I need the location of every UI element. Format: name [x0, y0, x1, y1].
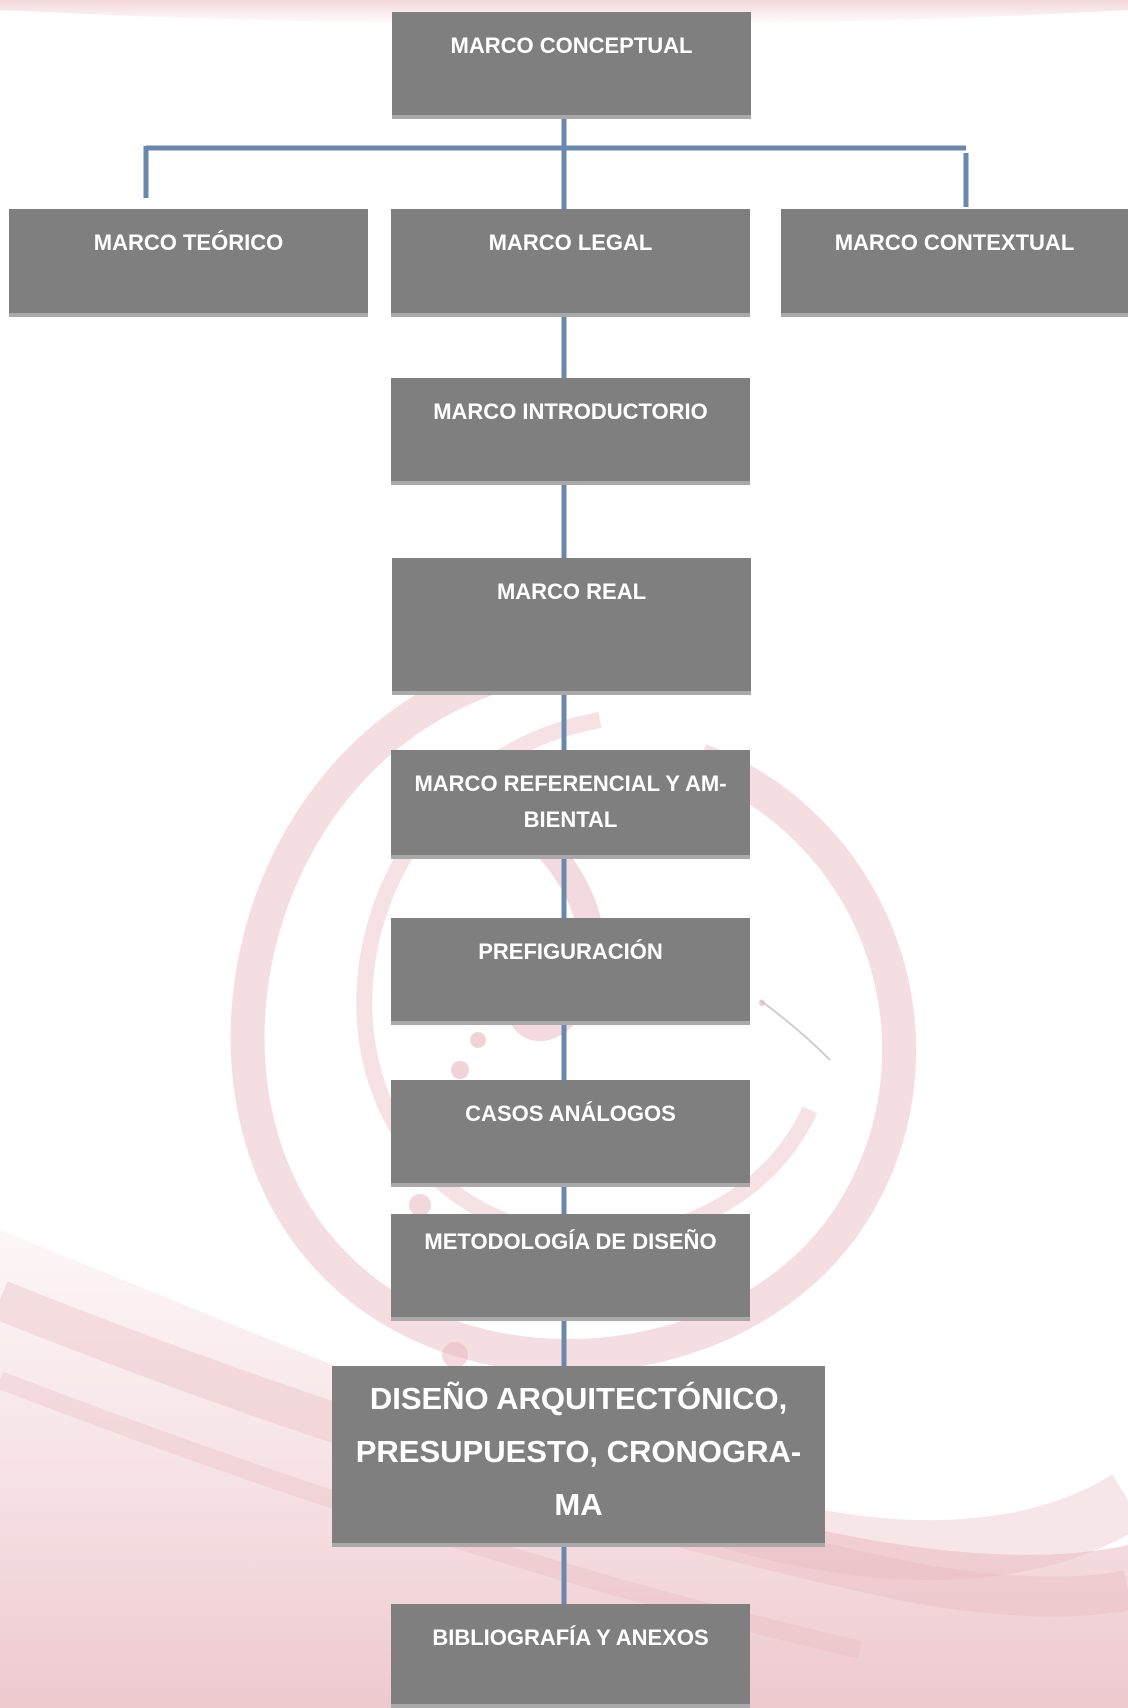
- node-prefiguracion: PREFIGURACIÓN: [391, 918, 750, 1025]
- node-casos-analogos: CASOS ANÁLOGOS: [391, 1080, 750, 1187]
- node-bibliografia-anexos: BIBLIOGRAFÍA Y ANEXOS: [391, 1604, 750, 1708]
- node-marco-conceptual: MARCO CONCEPTUAL: [392, 12, 751, 119]
- node-marco-introductorio: MARCO INTRODUCTORIO: [391, 378, 750, 485]
- node-marco-contextual: MARCO CONTEXTUAL: [781, 209, 1128, 317]
- node-diseno-arquitectonico: DISEÑO ARQUITECTÓNICO, PRESUPUESTO, CRON…: [332, 1366, 825, 1547]
- node-marco-referencial-ambiental: MARCO REFERENCIAL Y AM-BIENTAL: [391, 750, 750, 859]
- node-marco-legal: MARCO LEGAL: [391, 209, 750, 317]
- node-marco-teorico: MARCO TEÓRICO: [9, 209, 368, 317]
- node-metodologia-diseno: METODOLOGÍA DE DISEÑO: [391, 1214, 750, 1321]
- node-marco-real: MARCO REAL: [392, 558, 751, 695]
